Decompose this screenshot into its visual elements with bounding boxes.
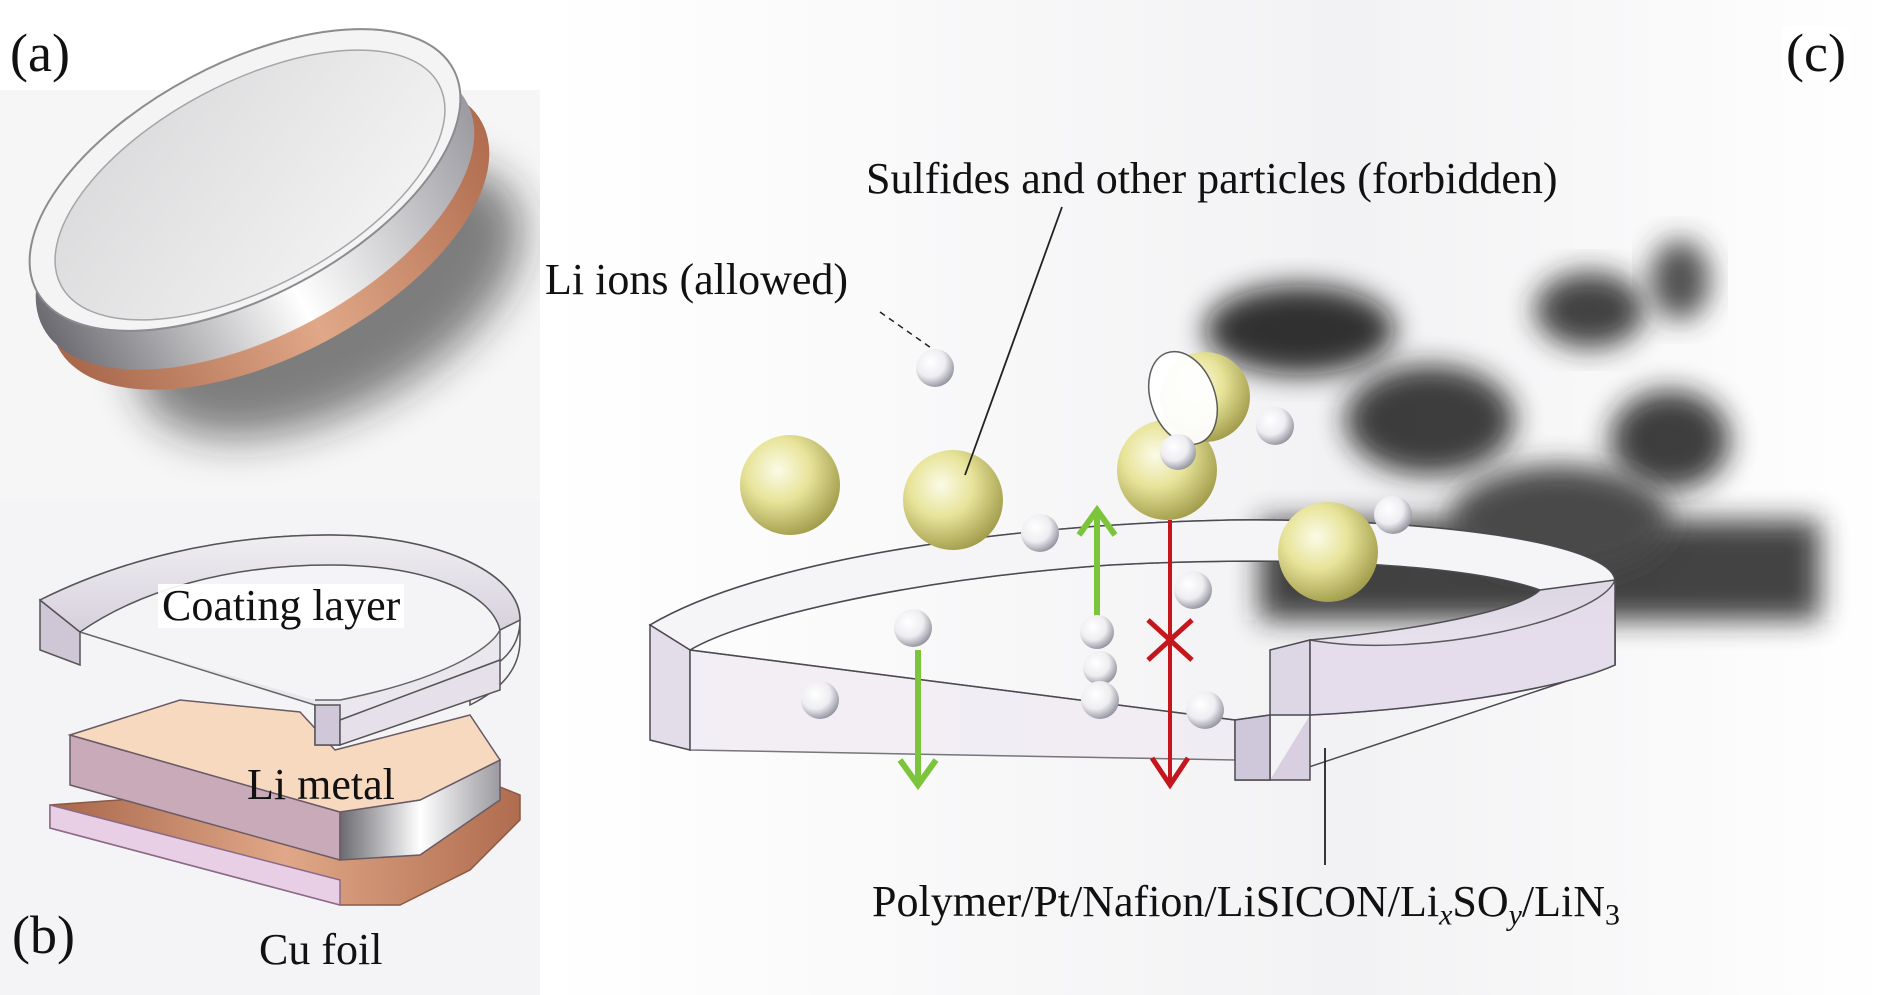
li-ion [1081, 681, 1119, 719]
li-metal-label: Li metal [247, 760, 395, 809]
sulfide-particle [1278, 502, 1378, 602]
li-ion [1160, 434, 1196, 470]
li-ion [1186, 691, 1224, 729]
li-ions [801, 349, 1412, 729]
li-ion [1080, 615, 1114, 649]
panel-b-layers [0, 500, 540, 995]
materials-label: Polymer/Pt/Nafion/LiSICON/LixSOy/LiN3 [872, 877, 1620, 932]
li-ion [1021, 514, 1059, 552]
panel-label-b: (b) [12, 905, 75, 965]
panel-label-c: (c) [1782, 26, 1850, 80]
forbidden-cross-icon [1146, 618, 1194, 662]
li-ion [1374, 496, 1412, 534]
li-ions-leader [879, 311, 935, 351]
li-ion [916, 349, 954, 387]
forbidden-arrow [1149, 520, 1191, 790]
allowed-arrow-down [897, 650, 939, 791]
sulfide-particle [903, 450, 1003, 550]
sulfide-particle [740, 435, 840, 535]
panel-label-a: (a) [6, 26, 74, 80]
li-ion [801, 681, 839, 719]
cu-foil-label: Cu foil [259, 925, 383, 974]
transparent-particle [1147, 350, 1219, 446]
li-ion [1083, 651, 1117, 685]
sulfides-leader [964, 206, 1063, 476]
sulfides-label: Sulfides and other particles (forbidden) [866, 154, 1558, 203]
panel-a-disk [0, 28, 540, 500]
coating-layer-label: Coating layer [158, 584, 405, 628]
li-ions-label: Li ions (allowed) [545, 255, 849, 304]
li-ion [1256, 407, 1294, 445]
li-ion [894, 609, 932, 647]
li-ion [1174, 571, 1212, 609]
sulfide-particles [740, 352, 1378, 602]
panel-c-scene [540, 0, 1890, 995]
